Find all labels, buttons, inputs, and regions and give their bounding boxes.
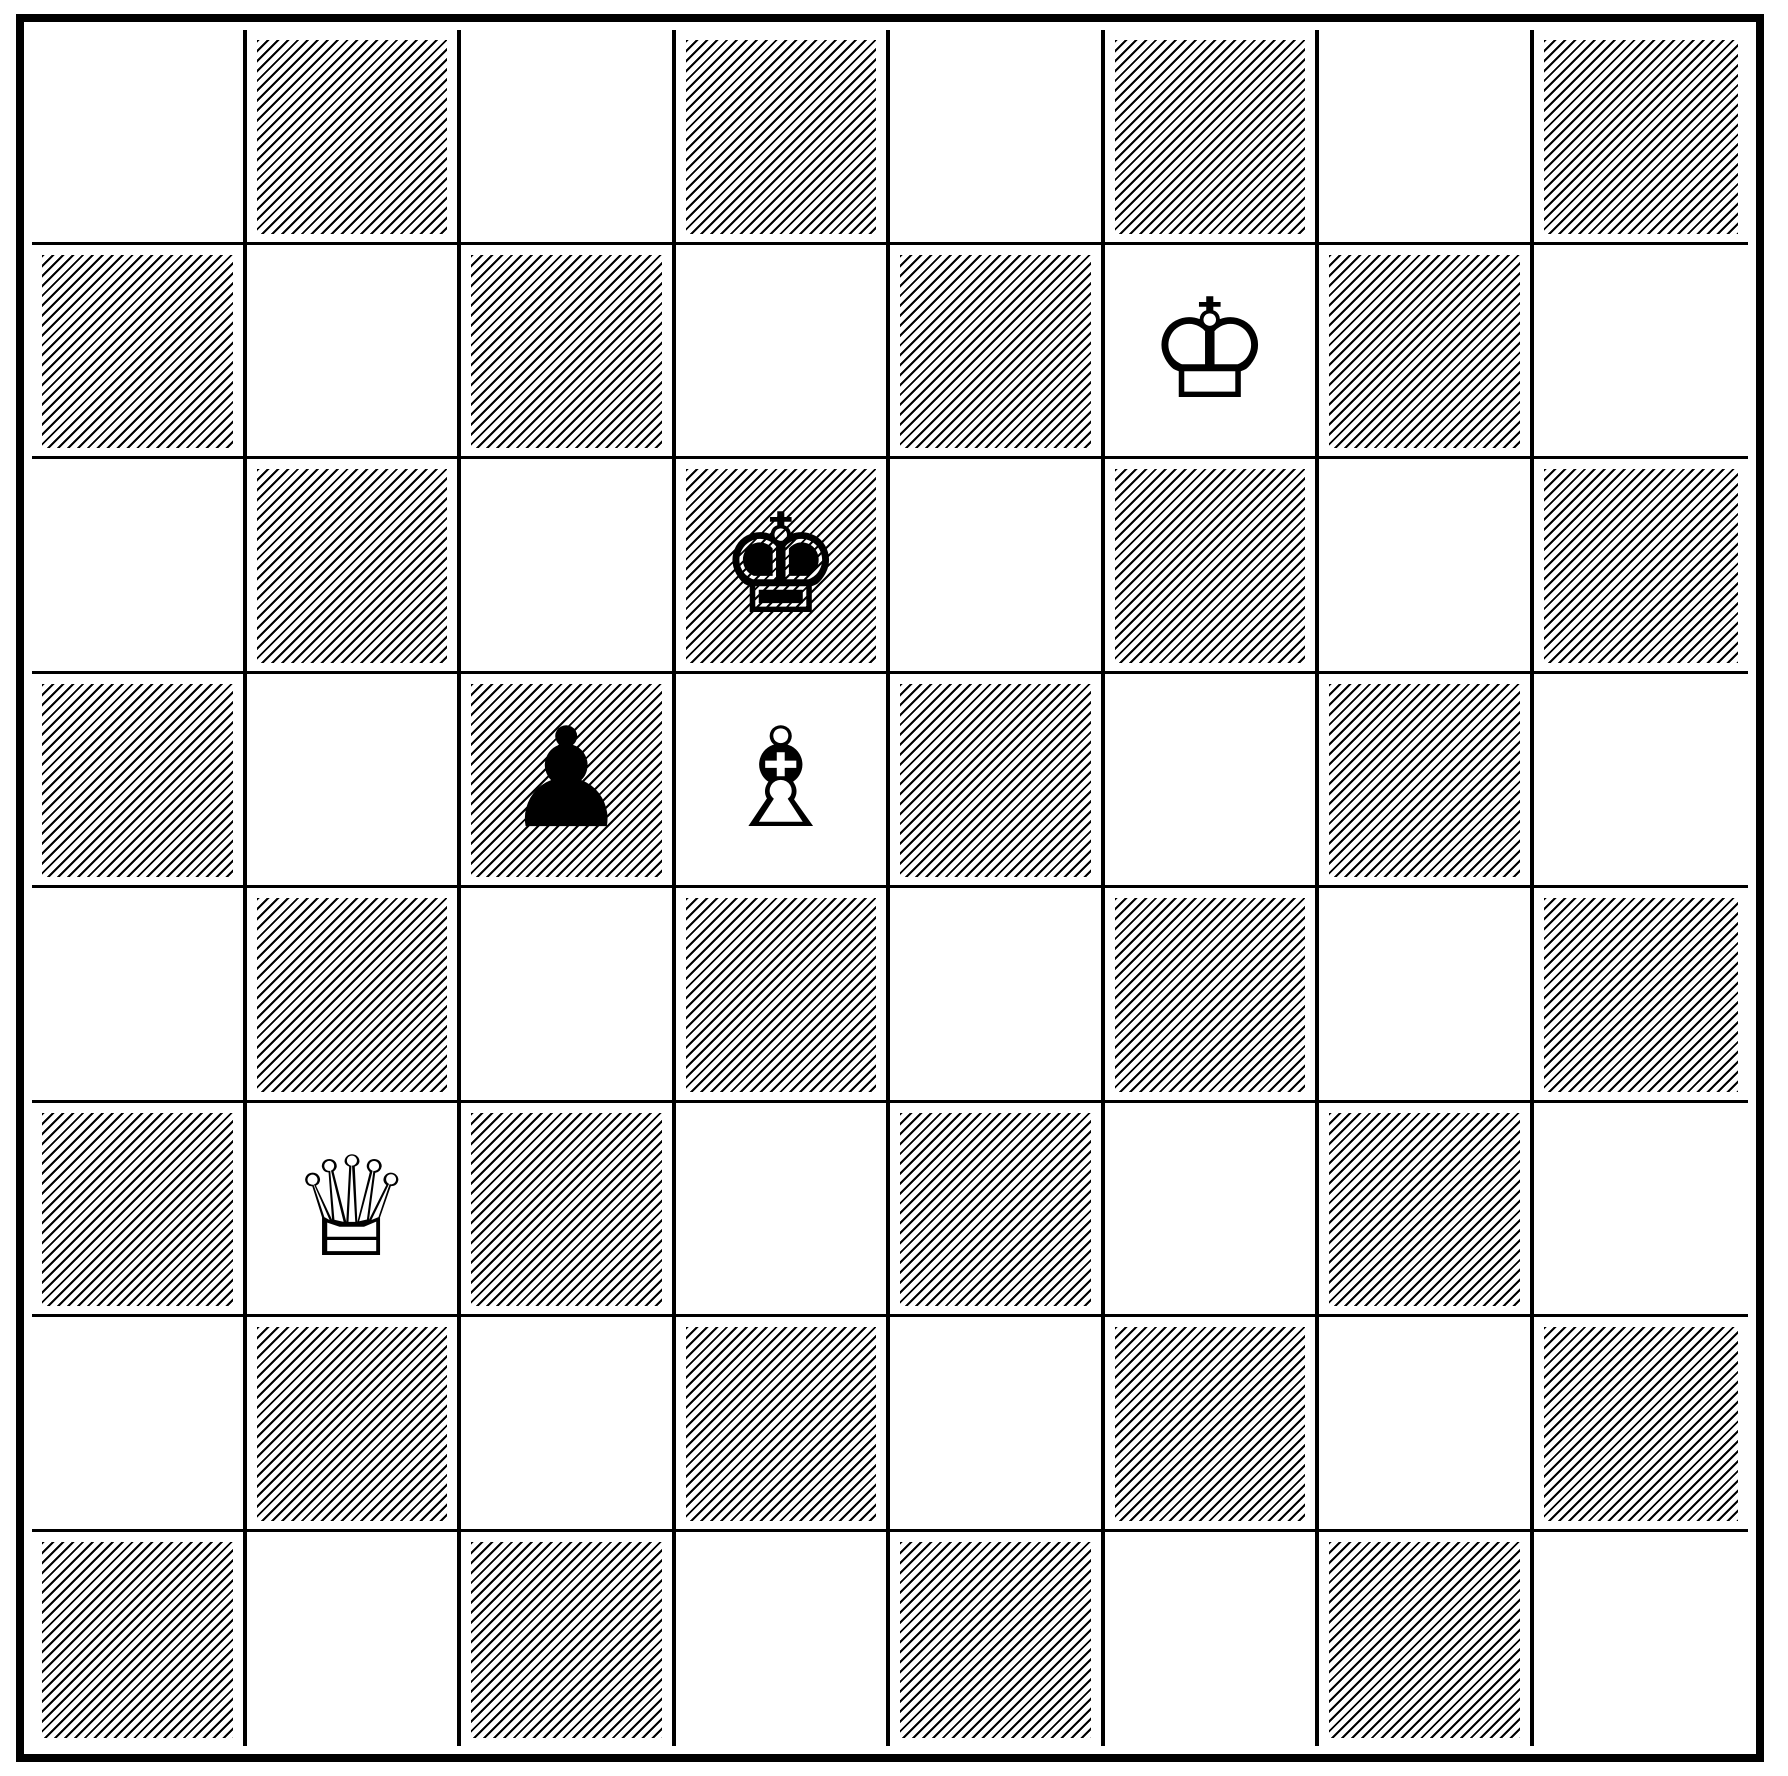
square-b7[interactable]: [246, 244, 461, 459]
square-d7[interactable]: [675, 244, 890, 459]
square-d4[interactable]: [675, 888, 890, 1103]
square-h8[interactable]: [1533, 30, 1748, 245]
square-g4[interactable]: [1319, 888, 1534, 1103]
square-g1[interactable]: [1319, 1531, 1534, 1746]
square-a2[interactable]: [32, 1317, 247, 1532]
square-b6[interactable]: [246, 459, 461, 674]
square-e6[interactable]: [890, 459, 1105, 674]
square-e5[interactable]: [890, 673, 1105, 888]
square-e3[interactable]: [890, 1102, 1105, 1317]
square-a1[interactable]: [32, 1531, 247, 1746]
square-a3[interactable]: [32, 1102, 247, 1317]
square-g7[interactable]: [1319, 244, 1534, 459]
square-g6[interactable]: [1319, 459, 1534, 674]
square-d2[interactable]: [675, 1317, 890, 1532]
square-e4[interactable]: [890, 888, 1105, 1103]
square-e8[interactable]: [890, 30, 1105, 245]
square-c3[interactable]: [461, 1102, 676, 1317]
square-a5[interactable]: [32, 673, 247, 888]
square-e2[interactable]: [890, 1317, 1105, 1532]
square-h3[interactable]: [1533, 1103, 1748, 1317]
square-b1[interactable]: [247, 1531, 461, 1746]
square-c8[interactable]: [461, 30, 676, 245]
square-d6[interactable]: ♚: [675, 459, 890, 674]
square-c2[interactable]: [461, 1317, 676, 1532]
square-c7[interactable]: [461, 244, 676, 459]
square-f4[interactable]: [1104, 888, 1319, 1103]
square-b2[interactable]: [246, 1317, 461, 1532]
square-c4[interactable]: [461, 888, 676, 1103]
square-a7[interactable]: [32, 244, 247, 459]
black-king-icon[interactable]: ♚: [718, 483, 843, 645]
white-queen-icon[interactable]: ♕: [271, 1128, 432, 1289]
square-d1[interactable]: [676, 1531, 890, 1746]
square-g5[interactable]: [1319, 673, 1534, 888]
square-f8[interactable]: [1104, 30, 1319, 245]
square-h5[interactable]: [1533, 674, 1748, 888]
chessboard: ♔ ♚ ♟ ♗ ♕: [32, 30, 1748, 1746]
chessboard-frame: ♔ ♚ ♟ ♗ ♕: [16, 14, 1764, 1762]
square-g3[interactable]: [1319, 1102, 1534, 1317]
square-f2[interactable]: [1104, 1317, 1319, 1532]
white-bishop-icon[interactable]: ♗: [700, 699, 861, 860]
square-g2[interactable]: [1319, 1317, 1534, 1532]
square-a8[interactable]: [32, 30, 247, 245]
square-h7[interactable]: [1533, 245, 1748, 459]
square-g8[interactable]: [1319, 30, 1534, 245]
square-e1[interactable]: [890, 1531, 1105, 1746]
black-pawn-icon[interactable]: ♟: [504, 698, 629, 860]
square-d5[interactable]: ♗: [675, 673, 890, 888]
white-king-icon[interactable]: ♔: [1129, 270, 1290, 431]
square-h4[interactable]: [1533, 888, 1748, 1103]
square-b8[interactable]: [246, 30, 461, 245]
square-b4[interactable]: [246, 888, 461, 1103]
square-f1[interactable]: [1105, 1531, 1319, 1746]
square-b5[interactable]: [246, 673, 461, 888]
square-d3[interactable]: [675, 1102, 890, 1317]
square-a6[interactable]: [32, 459, 247, 674]
square-d8[interactable]: [675, 30, 890, 245]
square-a4[interactable]: [32, 888, 247, 1103]
square-f6[interactable]: [1104, 459, 1319, 674]
square-b3[interactable]: ♕: [246, 1102, 461, 1317]
square-c5[interactable]: ♟: [461, 673, 676, 888]
square-h6[interactable]: [1533, 459, 1748, 674]
square-c1[interactable]: [461, 1531, 676, 1746]
square-c6[interactable]: [461, 459, 676, 674]
square-h2[interactable]: [1533, 1317, 1748, 1532]
square-h1[interactable]: [1534, 1532, 1749, 1747]
square-f5[interactable]: [1104, 673, 1319, 888]
square-f3[interactable]: [1104, 1102, 1319, 1317]
square-f7[interactable]: ♔: [1104, 244, 1319, 459]
square-e7[interactable]: [890, 244, 1105, 459]
